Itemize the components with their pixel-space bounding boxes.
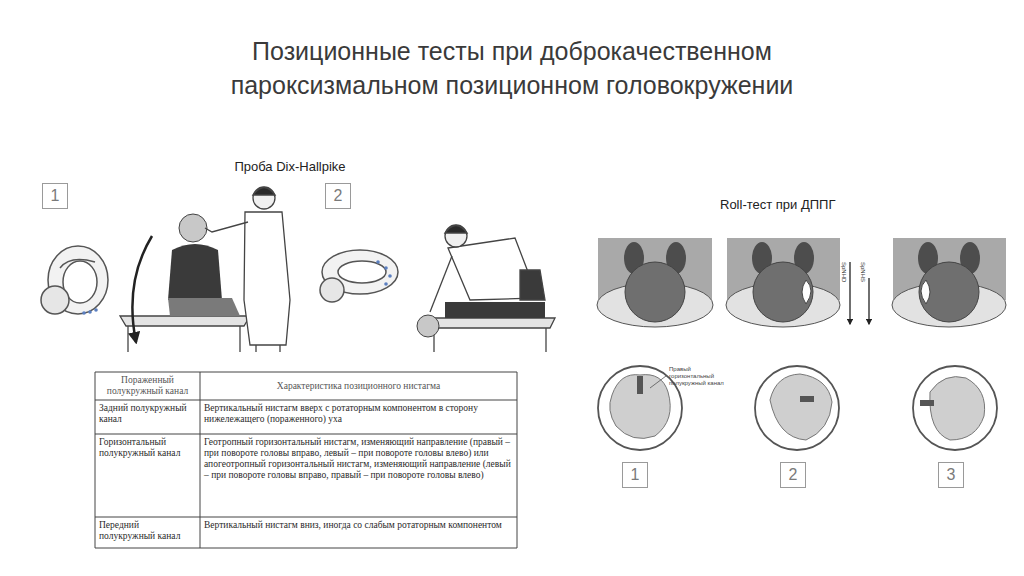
canal-fill — [610, 375, 670, 439]
doctor-legs — [256, 345, 280, 352]
ear — [802, 280, 811, 304]
table-rule — [517, 372, 518, 548]
canal-section — [755, 366, 839, 450]
head — [625, 262, 685, 322]
panel-number-box: 1 — [622, 462, 648, 488]
ear — [921, 280, 930, 304]
rotation-arrow — [849, 262, 850, 324]
table-leg — [127, 326, 128, 352]
patient-seated — [168, 214, 240, 316]
doctor-leaning — [430, 225, 545, 312]
canal-section — [913, 366, 997, 450]
roll-view — [892, 238, 1006, 327]
table-rule — [200, 372, 201, 548]
cochlea — [320, 278, 344, 302]
patient-legs — [168, 298, 240, 316]
head — [753, 262, 813, 322]
doctor-arm — [430, 256, 452, 312]
otolith — [376, 260, 380, 264]
table-cell: Задний полукружный канал — [99, 403, 196, 425]
patient-lying — [417, 302, 545, 337]
cupula — [800, 396, 814, 402]
table-cell: Вертикальный нистагм вниз, иногда со сла… — [204, 520, 513, 531]
table-rule — [95, 372, 517, 373]
table-cell: Геотропный горизонтальный нистагм, измен… — [204, 437, 513, 481]
slide-title: Позиционные тесты при доброкачественном … — [222, 34, 802, 102]
canal-arc — [60, 260, 95, 268]
canal-fill — [930, 377, 985, 440]
otolith — [94, 308, 98, 312]
table-cell: Вертикальный нистагм вверх с ротаторным … — [204, 403, 513, 425]
patient-head — [179, 214, 207, 242]
table-rule — [95, 517, 517, 518]
otolith — [82, 311, 86, 315]
callout-number: 2 — [789, 466, 798, 484]
direction-label: SpNHS — [859, 262, 866, 282]
doctor-hair — [253, 188, 275, 196]
doctor-standing — [205, 187, 290, 352]
callout-number: 2 — [334, 187, 343, 205]
canal-outline — [913, 366, 997, 450]
canal-outline — [755, 366, 839, 450]
exam-table — [425, 318, 555, 352]
cochlea — [41, 286, 69, 314]
patient-body — [445, 302, 545, 318]
doctor-arm — [205, 222, 248, 232]
part-label: Правый горизонтальный полукружный канал — [669, 366, 733, 387]
table-rule — [95, 400, 517, 401]
patient-head — [417, 315, 439, 337]
head — [919, 262, 979, 322]
table-header: Пораженный полукружный канал — [99, 375, 196, 397]
table-top — [425, 318, 555, 328]
doctor-coat — [244, 212, 290, 345]
exam-table — [120, 316, 250, 352]
otolith — [384, 266, 388, 270]
table-cell: Передний полукружный канал — [99, 520, 196, 542]
table-rule — [95, 548, 517, 549]
otolith — [388, 274, 392, 278]
cupula — [920, 400, 934, 406]
panel-number-box: 2 — [780, 462, 806, 488]
table-leg — [545, 328, 546, 352]
rotation-arrow — [868, 278, 869, 324]
table-top — [120, 316, 250, 326]
table-leg — [239, 326, 240, 352]
figure-caption: Roll-тест при ДППГ — [720, 197, 890, 213]
table-rule — [95, 372, 96, 548]
panel-number-box: 2 — [325, 183, 351, 209]
table-rule — [95, 434, 517, 435]
roll-view — [597, 238, 713, 327]
labyrinth — [320, 250, 398, 302]
roll-view — [726, 238, 840, 327]
canal-lumen — [338, 261, 386, 283]
panel-number-box: 1 — [42, 183, 68, 209]
otolith — [88, 310, 92, 314]
motion-arrow — [132, 236, 152, 342]
table-cell: Горизонтальный полукружный канал — [99, 437, 196, 459]
callout-number: 3 — [947, 466, 956, 484]
direction-label: SpNHD — [840, 262, 847, 282]
panel-number-box: 3 — [938, 462, 964, 488]
cupula — [637, 376, 643, 394]
doctor-head — [253, 187, 275, 209]
figure-caption: Проба Dix-Hallpike — [200, 159, 380, 175]
doctor-legs — [520, 270, 545, 300]
table-header: Характеристика позиционного нистагма — [204, 381, 513, 392]
leader-line — [650, 376, 666, 388]
patient-torso — [168, 244, 222, 300]
callout-number: 1 — [51, 187, 60, 205]
callout-number: 1 — [631, 466, 640, 484]
labyrinth — [41, 246, 108, 315]
canal-fill — [770, 374, 832, 440]
doctor-head — [445, 225, 467, 247]
otolith — [384, 282, 388, 286]
doctor-hair — [445, 226, 467, 234]
